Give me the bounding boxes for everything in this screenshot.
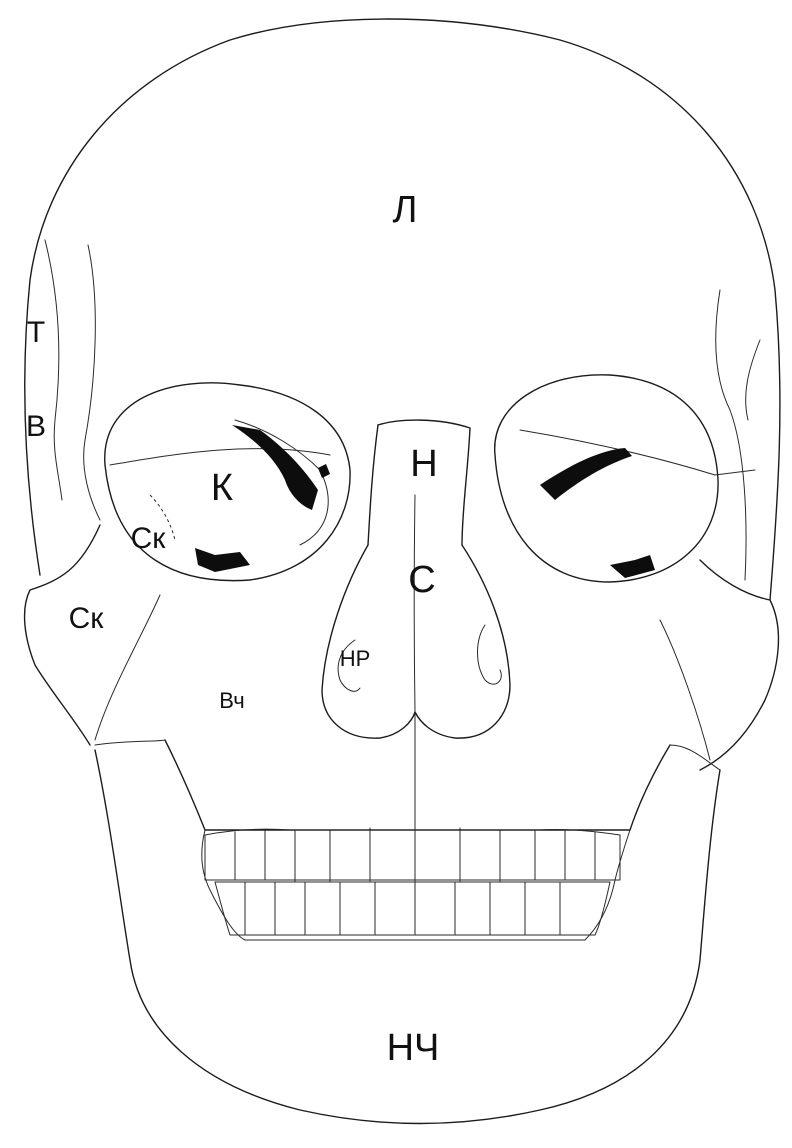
nasal-septum (414, 495, 415, 712)
temporal-line-left-inner (84, 245, 100, 520)
mandible-alveolar (202, 830, 630, 940)
label-orbital-zygomatic: Ск (131, 522, 167, 555)
label-lacrimal: К (211, 467, 233, 509)
orbit-right-shadow-low (610, 555, 655, 578)
label-maxilla: Вч (219, 688, 244, 713)
temporal-line-left (45, 240, 62, 500)
label-frontal: Л (393, 189, 418, 231)
temporal-line-right (716, 290, 746, 580)
maxilla-right-edge (670, 745, 720, 770)
cranium-outline (25, 19, 780, 600)
orbit-left-shadow (232, 425, 318, 510)
label-zygomatic: Ск (69, 602, 105, 635)
label-septum: С (408, 559, 435, 601)
label-sphenoid: В (26, 410, 46, 443)
label-nasal-aperture: НР (340, 646, 371, 671)
orbit-right-suture (520, 430, 755, 475)
zygomatic-right-suture (660, 620, 710, 760)
lower-teeth (215, 882, 610, 935)
label-temporal: Т (27, 316, 45, 349)
orbit-right-shadow (540, 448, 632, 500)
orbit-left-dot (318, 464, 330, 478)
label-nasal: Н (410, 443, 437, 485)
upper-teeth (205, 826, 620, 882)
zygomatic-right (700, 560, 778, 770)
temporal-line-right-inner (746, 340, 760, 420)
maxilla-left-edge (95, 740, 165, 745)
nasal-left-edge (368, 425, 378, 545)
zygomatic-left-suture (95, 595, 160, 740)
orbit-right (495, 375, 718, 582)
label-mandible: НЧ (387, 1027, 440, 1069)
zygomatic-left (25, 525, 100, 745)
maxilla-outline (165, 740, 670, 830)
orbit-left-inner (235, 420, 328, 545)
orbit-left-shadow-low (195, 548, 250, 572)
orbit-left-suture (110, 449, 330, 465)
nasal-concha-right (478, 625, 502, 684)
